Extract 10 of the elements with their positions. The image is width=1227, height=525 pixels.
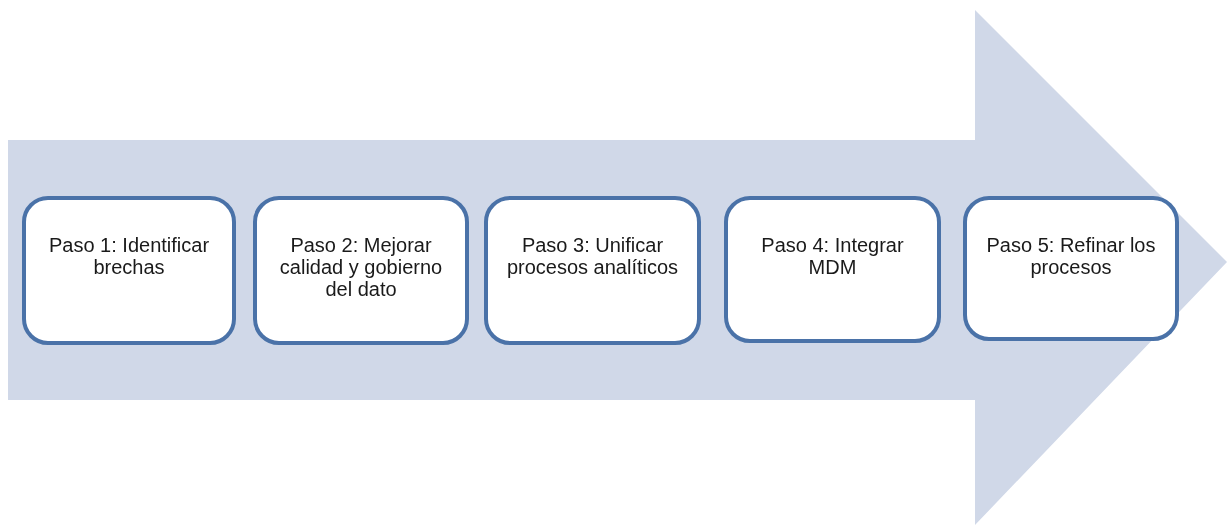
step-text: Paso 5: Refinar los procesos: [985, 234, 1157, 278]
step-box: [963, 196, 1179, 341]
step-text: Paso 2: Mejorar calidad y gobierno del dato: [278, 234, 444, 300]
step-text: Paso 1: Identificar brechas: [47, 234, 211, 278]
step-text: Paso 3: Unificar procesos analíticos: [505, 234, 680, 278]
step-box: [22, 196, 236, 345]
step-box: [484, 196, 701, 345]
step-text: Paso 4: Integrar MDM: [760, 234, 905, 278]
step-box: [253, 196, 469, 345]
step-box: [724, 196, 941, 343]
